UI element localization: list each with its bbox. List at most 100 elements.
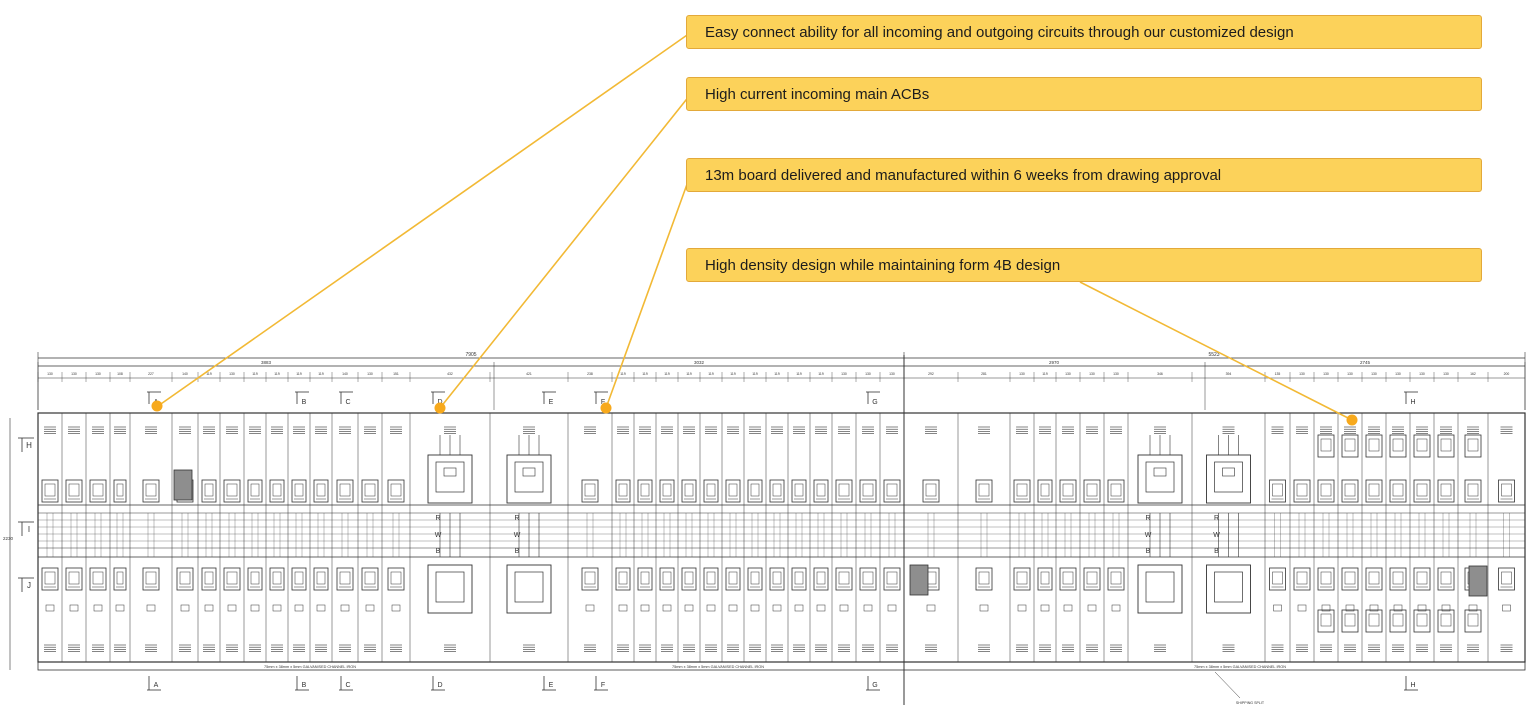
bay-dim-label: 119 bbox=[752, 372, 758, 376]
bay-dim-label: 119 bbox=[708, 372, 714, 376]
phase-label-r: R bbox=[514, 515, 519, 522]
bay-dim-label: 119 bbox=[206, 372, 212, 376]
bay-dim-label: 130 bbox=[889, 372, 895, 376]
bay-dim-label: 140 bbox=[342, 372, 348, 376]
phase-label-b: B bbox=[1214, 548, 1219, 555]
bay-dim-label: 130 bbox=[1065, 372, 1071, 376]
bay-dim-label: 130 bbox=[47, 372, 53, 376]
bay-dim-label: 394 bbox=[1226, 372, 1232, 376]
phase-label-r: R bbox=[435, 515, 440, 522]
section-marker-top: H bbox=[1410, 399, 1415, 406]
bay-dim-label: 130 bbox=[1395, 372, 1401, 376]
switchboard-outline bbox=[37, 412, 1526, 663]
bay-dim-label: 130 bbox=[1113, 372, 1119, 376]
section-marker-bottom: F bbox=[601, 682, 605, 689]
phase-label-r: R bbox=[1145, 515, 1150, 522]
bay-dim-label: 346 bbox=[1157, 372, 1163, 376]
bay-dim-label: 130 bbox=[865, 372, 871, 376]
bay-dim-label: 130 bbox=[71, 372, 77, 376]
section-marker-bottom: D bbox=[437, 682, 442, 689]
bay-dim-label: 130 bbox=[229, 372, 235, 376]
bay-dim-label: 292 bbox=[928, 372, 934, 376]
bay-dim-label: 130 bbox=[1019, 372, 1025, 376]
bay-dim-label: 200 bbox=[1504, 372, 1510, 376]
section-marker-top: A bbox=[154, 399, 159, 406]
section-dim-label: 3883 bbox=[261, 360, 272, 365]
shipping-split-label: SHIPPING SPLIT bbox=[1236, 701, 1265, 705]
base-channel-label: 75mm x 38mm x 5mm GALVANISED CHANNEL IRO… bbox=[1194, 665, 1286, 669]
callout-text: High current incoming main ACBs bbox=[705, 85, 930, 103]
bay-dim-label: 119 bbox=[730, 372, 736, 376]
level-marker: I bbox=[28, 525, 30, 534]
base-channel-label: 75mm x 38mm x 5mm GALVANISED CHANNEL IRO… bbox=[672, 665, 764, 669]
section-marker-bottom: A bbox=[154, 682, 159, 689]
bay-dim-label: 130 bbox=[95, 372, 101, 376]
callout-high-density: High density design while maintaining fo… bbox=[686, 248, 1482, 282]
bay-dim-label: 119 bbox=[774, 372, 780, 376]
bay-dim-label: 119 bbox=[686, 372, 692, 376]
section-marker-bottom: E bbox=[549, 682, 554, 689]
height-dim-label: 2230 bbox=[3, 536, 14, 541]
section-marker-top: B bbox=[302, 399, 307, 406]
section-marker-top: D bbox=[437, 399, 442, 406]
section-dim-label: 3032 bbox=[694, 360, 705, 365]
bay-dim-label: 119 bbox=[818, 372, 824, 376]
bay-dim-label: 135 bbox=[1275, 372, 1281, 376]
bay-dim-label: 119 bbox=[642, 372, 648, 376]
section-dim-label: 2745 bbox=[1360, 360, 1371, 365]
bay-dim-label: 130 bbox=[1347, 372, 1353, 376]
bay-dim-label: 421 bbox=[526, 372, 532, 376]
section-marker-bottom: C bbox=[345, 682, 350, 689]
callout-main-acbs: High current incoming main ACBs bbox=[686, 77, 1482, 111]
bay-dim-label: 227 bbox=[148, 372, 154, 376]
base-channel-label: 75mm x 38mm x 5mm GALVANISED CHANNEL IRO… bbox=[264, 665, 356, 669]
bay-dim-label: 119 bbox=[296, 372, 302, 376]
bay-dim-label: 119 bbox=[796, 372, 802, 376]
bay-dim-label: 281 bbox=[981, 372, 987, 376]
level-marker: J bbox=[27, 581, 31, 590]
bay-dim-label: 130 bbox=[367, 372, 373, 376]
bay-dim-label: 108 bbox=[117, 372, 123, 376]
section-marker-top: E bbox=[549, 399, 554, 406]
overall-dim-label: 7905 bbox=[465, 352, 476, 358]
bay-dim-label: 238 bbox=[587, 372, 593, 376]
bay-dim-label: 130 bbox=[1443, 372, 1449, 376]
bay-dim-label: 432 bbox=[447, 372, 453, 376]
bay-dim-label: 119 bbox=[274, 372, 280, 376]
callout-text: Easy connect ability for all incoming an… bbox=[705, 23, 1294, 41]
section-marker-top: C bbox=[345, 399, 350, 406]
level-marker: H bbox=[26, 441, 32, 450]
bay-dim-label: 130 bbox=[1299, 372, 1305, 376]
phase-label-r: R bbox=[1214, 515, 1219, 522]
phase-label-w: W bbox=[435, 532, 442, 539]
bay-dim-label: 151 bbox=[393, 372, 399, 376]
bay-dim-label: 130 bbox=[1419, 372, 1425, 376]
callout-easy-connect: Easy connect ability for all incoming an… bbox=[686, 15, 1482, 49]
section-dim-label: 2970 bbox=[1049, 360, 1060, 365]
bay-dim-label: 119 bbox=[252, 372, 258, 376]
section-marker-bottom: H bbox=[1410, 682, 1415, 689]
bay-dim-label: 130 bbox=[1323, 372, 1329, 376]
base-channel bbox=[37, 661, 1526, 671]
phase-label-w: W bbox=[1145, 532, 1152, 539]
bay-dim-label: 119 bbox=[620, 372, 626, 376]
section-marker-bottom: G bbox=[872, 682, 877, 689]
bay-dim-label: 119 bbox=[318, 372, 324, 376]
callout-text: High density design while maintaining fo… bbox=[705, 256, 1061, 274]
bay-dim-label: 119 bbox=[1042, 372, 1048, 376]
bay-dim-label: 130 bbox=[1371, 372, 1377, 376]
bay-dim-label: 119 bbox=[664, 372, 670, 376]
phase-label-b: B bbox=[515, 548, 520, 555]
phase-label-b: B bbox=[436, 548, 441, 555]
bay-dim-label: 162 bbox=[1470, 372, 1476, 376]
section-marker-top: G bbox=[872, 399, 877, 406]
phase-label-w: W bbox=[514, 532, 521, 539]
overall-dim-label: 5523 bbox=[1208, 352, 1219, 358]
callout-delivery: 13m board delivered and manufactured wit… bbox=[686, 158, 1482, 192]
bay-dim-label: 130 bbox=[1089, 372, 1095, 376]
section-marker-bottom: B bbox=[302, 682, 307, 689]
phase-label-b: B bbox=[1146, 548, 1151, 555]
section-marker-top: F bbox=[601, 399, 605, 406]
bay-dim-label: 140 bbox=[182, 372, 188, 376]
